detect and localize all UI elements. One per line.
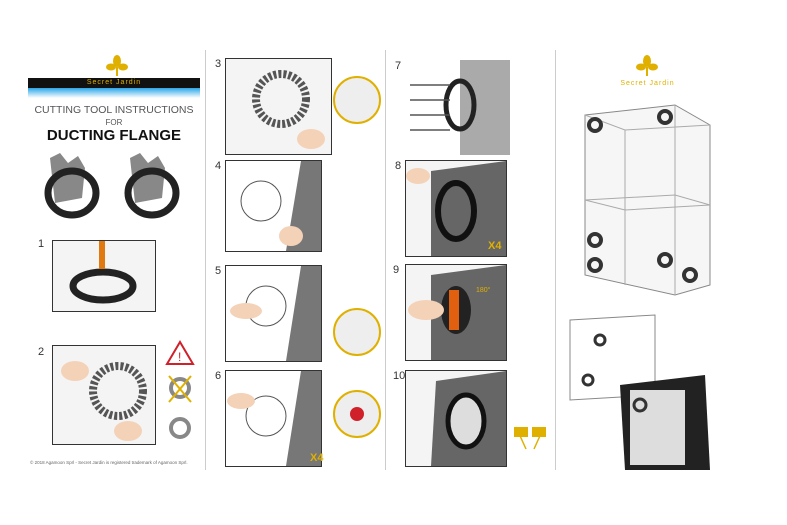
brand-bar: Secret Jardin [28,78,200,88]
step-9-image: 180° [405,264,507,361]
step-2-image [52,345,156,445]
step-1-image [52,240,156,312]
brand-gradient [28,88,200,98]
page-title: DUCTING FLANGE [46,127,182,144]
step-number: 2 [38,346,45,358]
detail-callout [333,308,381,356]
rotation-label: 180° [476,287,491,294]
step-number: 10 [393,370,406,382]
step-4-image [225,160,322,252]
step-number: 9 [393,264,400,276]
step-number: 6 [215,370,222,382]
step-number: 3 [215,58,222,70]
column-divider [385,50,386,470]
column-divider [205,50,206,470]
step-7-image [405,60,510,155]
header-line1: CUTTING TOOL INSTRUCTIONS [34,104,194,116]
column-divider [555,50,556,470]
step-number: 1 [38,238,45,250]
repeat-badge: X4 [310,452,324,464]
brand-name: Secret Jardin [620,80,675,87]
step-number: 4 [215,160,222,172]
step-number: 5 [215,265,222,277]
step-3-image [225,58,332,155]
flange-illustration [44,153,180,219]
warning-icons: ! [165,340,195,439]
leaf-logo-icon [636,55,658,76]
step-5-image [225,265,322,362]
header-line2: FOR [105,118,123,127]
step-6-image [225,370,322,467]
tent-setup-illustration [569,314,710,470]
detail-callout [333,390,381,438]
checkered-flags-icon [514,426,546,450]
detail-callout [333,76,381,124]
leaf-logo-icon [106,55,128,76]
step-8-image [405,160,507,257]
svg-text:!: ! [178,350,181,364]
step-10-image [405,370,507,467]
copyright: © 2018 Agamoon Sprl - Secret Jardin is r… [30,460,188,465]
step-number: 7 [395,60,402,72]
step-number: 8 [395,160,402,172]
repeat-badge: X4 [488,240,502,252]
grow-tent-illustration [584,104,711,296]
